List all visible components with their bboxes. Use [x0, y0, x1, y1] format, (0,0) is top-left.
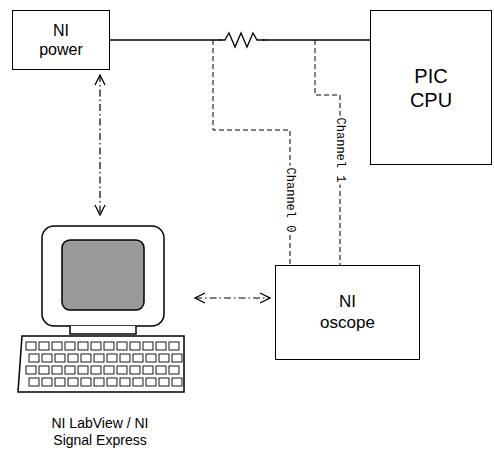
key [81, 354, 91, 362]
power-supply-box: NI power [12, 10, 110, 70]
key [143, 342, 153, 350]
key [130, 342, 140, 350]
key [26, 366, 36, 374]
key [117, 366, 127, 374]
key [91, 342, 101, 350]
probe-wire [213, 40, 290, 265]
key [120, 378, 130, 386]
key [52, 366, 62, 374]
channel-label: Channel 0 [282, 166, 298, 235]
key [78, 342, 88, 350]
key [94, 354, 104, 362]
computer-illustration [18, 226, 184, 392]
data-link [195, 297, 270, 298]
key [133, 354, 143, 362]
key [146, 378, 156, 386]
key [81, 378, 91, 386]
key [42, 378, 52, 386]
key [107, 354, 117, 362]
node-label: NI power [33, 21, 89, 59]
key [78, 366, 88, 374]
key [159, 378, 169, 386]
key [159, 354, 169, 362]
key [39, 342, 49, 350]
computer-node: NI LabView / NI Signal Express [10, 220, 190, 455]
key [169, 366, 179, 374]
key [146, 354, 156, 362]
key [68, 378, 78, 386]
node-label: PIC CPU [397, 64, 465, 112]
key [26, 342, 36, 350]
node-label: NI LabView / NI Signal Express [32, 415, 168, 449]
key [55, 354, 65, 362]
key [172, 354, 182, 362]
key [104, 342, 114, 350]
key [65, 366, 75, 374]
key [107, 378, 117, 386]
key [39, 366, 49, 374]
key [55, 378, 65, 386]
key [120, 354, 130, 362]
key [29, 378, 39, 386]
key [117, 342, 127, 350]
key [91, 366, 101, 374]
key [104, 366, 114, 374]
cpu-box: PIC CPU [370, 10, 492, 165]
key [94, 378, 104, 386]
key [156, 342, 166, 350]
key [169, 342, 179, 350]
key [52, 342, 62, 350]
key [42, 354, 52, 362]
node-label: NI oscope [312, 292, 383, 333]
resistor-symbol [219, 31, 265, 49]
key [143, 366, 153, 374]
data-link [99, 75, 100, 215]
key [29, 354, 39, 362]
key [68, 354, 78, 362]
channel-label: Channel 1 [332, 116, 348, 185]
key [65, 342, 75, 350]
key [172, 378, 182, 386]
key [130, 366, 140, 374]
oscilloscope-box: NI oscope [275, 265, 420, 360]
key [156, 366, 166, 374]
key [133, 378, 143, 386]
